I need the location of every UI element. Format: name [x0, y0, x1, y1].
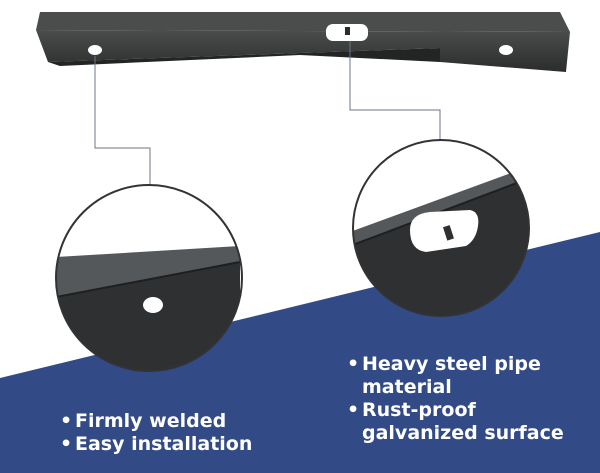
- feature-item: Rust-proof galvanized surface: [347, 399, 597, 445]
- zoom-slot: [410, 210, 479, 252]
- feature-item: Heavy steel pipe material: [347, 353, 597, 399]
- zoom-circle-right: [352, 139, 530, 317]
- feature-item: Firmly welded: [60, 410, 252, 433]
- callout-line-right: [349, 41, 441, 140]
- bracket-hole-right: [499, 45, 513, 55]
- feature-list-left: Firmly welded Easy installation: [60, 410, 252, 456]
- steel-bracket: [36, 12, 570, 72]
- callout-line-left: [94, 56, 151, 190]
- feature-item: Easy installation: [60, 433, 252, 456]
- zoom-circle-left: [55, 184, 243, 372]
- zoom-hole: [143, 297, 163, 313]
- bracket-hole-left: [88, 45, 102, 55]
- feature-list-right: Heavy steel pipe material Rust-proof gal…: [347, 353, 597, 445]
